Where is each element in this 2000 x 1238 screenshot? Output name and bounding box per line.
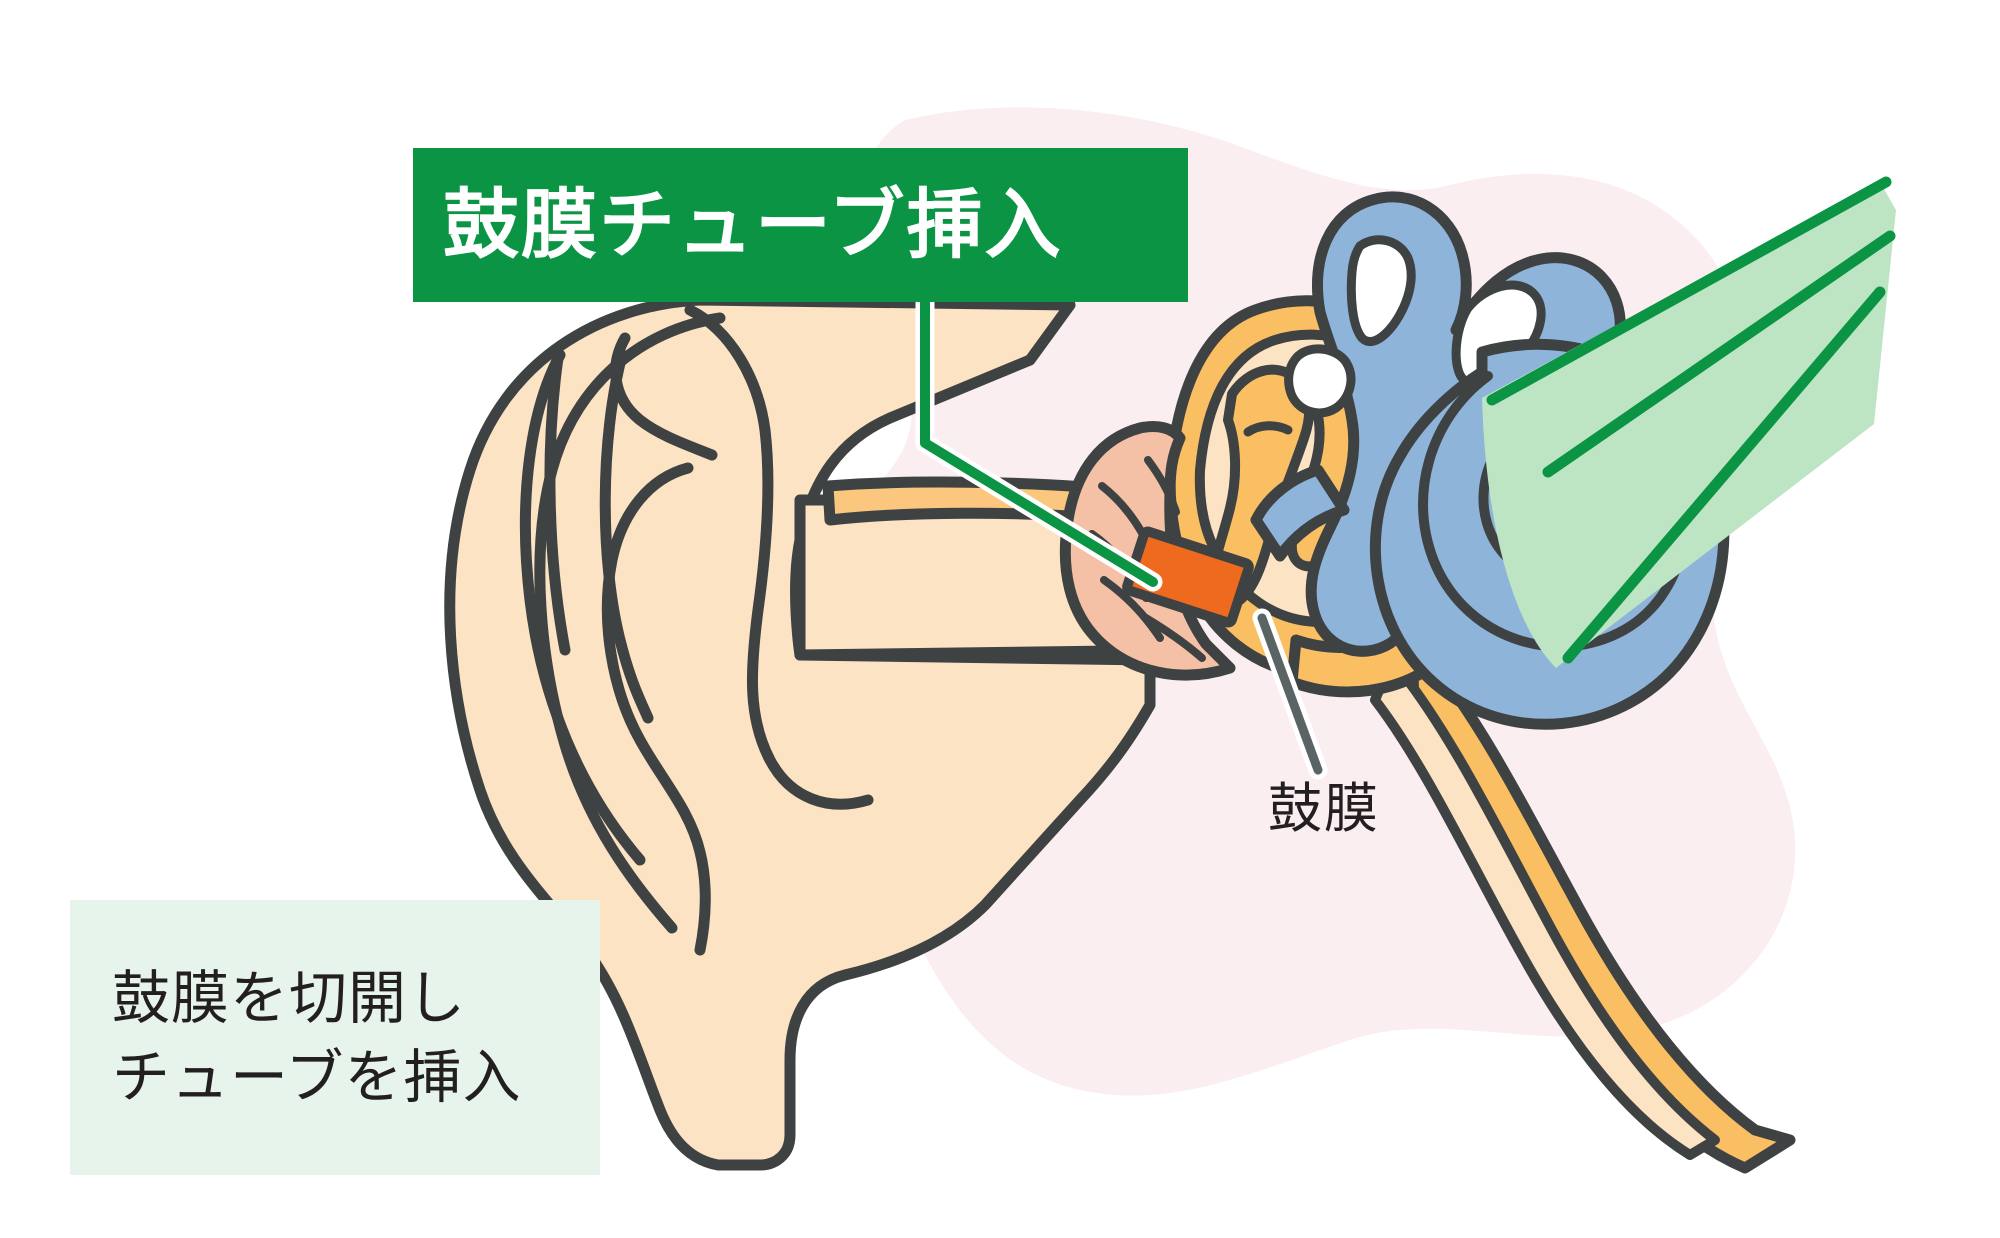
pinna-concha-top xyxy=(684,304,874,810)
tympanostomy-tube-group xyxy=(1122,526,1254,628)
auditory-nerve-edge-upper xyxy=(1486,176,1892,406)
auditory-nerve-edge-lower xyxy=(1562,286,1886,664)
description-box: 鼓膜を切開し チューブを挿入 xyxy=(70,900,600,1175)
canal-void-lower xyxy=(1284,344,1356,418)
vestibule-stem xyxy=(1250,464,1350,562)
title-banner: 鼓膜チューブ挿入 xyxy=(413,148,1188,302)
eustachian-tube-lumen xyxy=(1370,655,1720,1160)
description-line-1: 鼓膜を切開し xyxy=(112,964,467,1033)
description-line-2: チューブを挿入 xyxy=(112,1042,522,1111)
pinna-antitragus xyxy=(601,462,711,956)
pinna-antihelix-ridge xyxy=(544,352,571,656)
pinna-tragus xyxy=(610,332,718,461)
banner-title: 鼓膜チューブ挿入 xyxy=(443,180,1063,269)
tympanostomy-tube xyxy=(1122,526,1254,628)
canal-void-left xyxy=(1346,235,1416,346)
pinna-antihelix-upper xyxy=(519,349,646,866)
auditory-nerve-edge-mid xyxy=(1542,230,1896,478)
pinna-group xyxy=(444,294,1156,1171)
eardrum-label: 鼓膜 xyxy=(1268,777,1380,840)
eardrum-callout-leader xyxy=(1252,608,1328,780)
malleus-detail xyxy=(1243,421,1293,437)
tube-callout-leader xyxy=(915,288,1163,592)
auditory-nerve-group xyxy=(1482,176,1896,668)
